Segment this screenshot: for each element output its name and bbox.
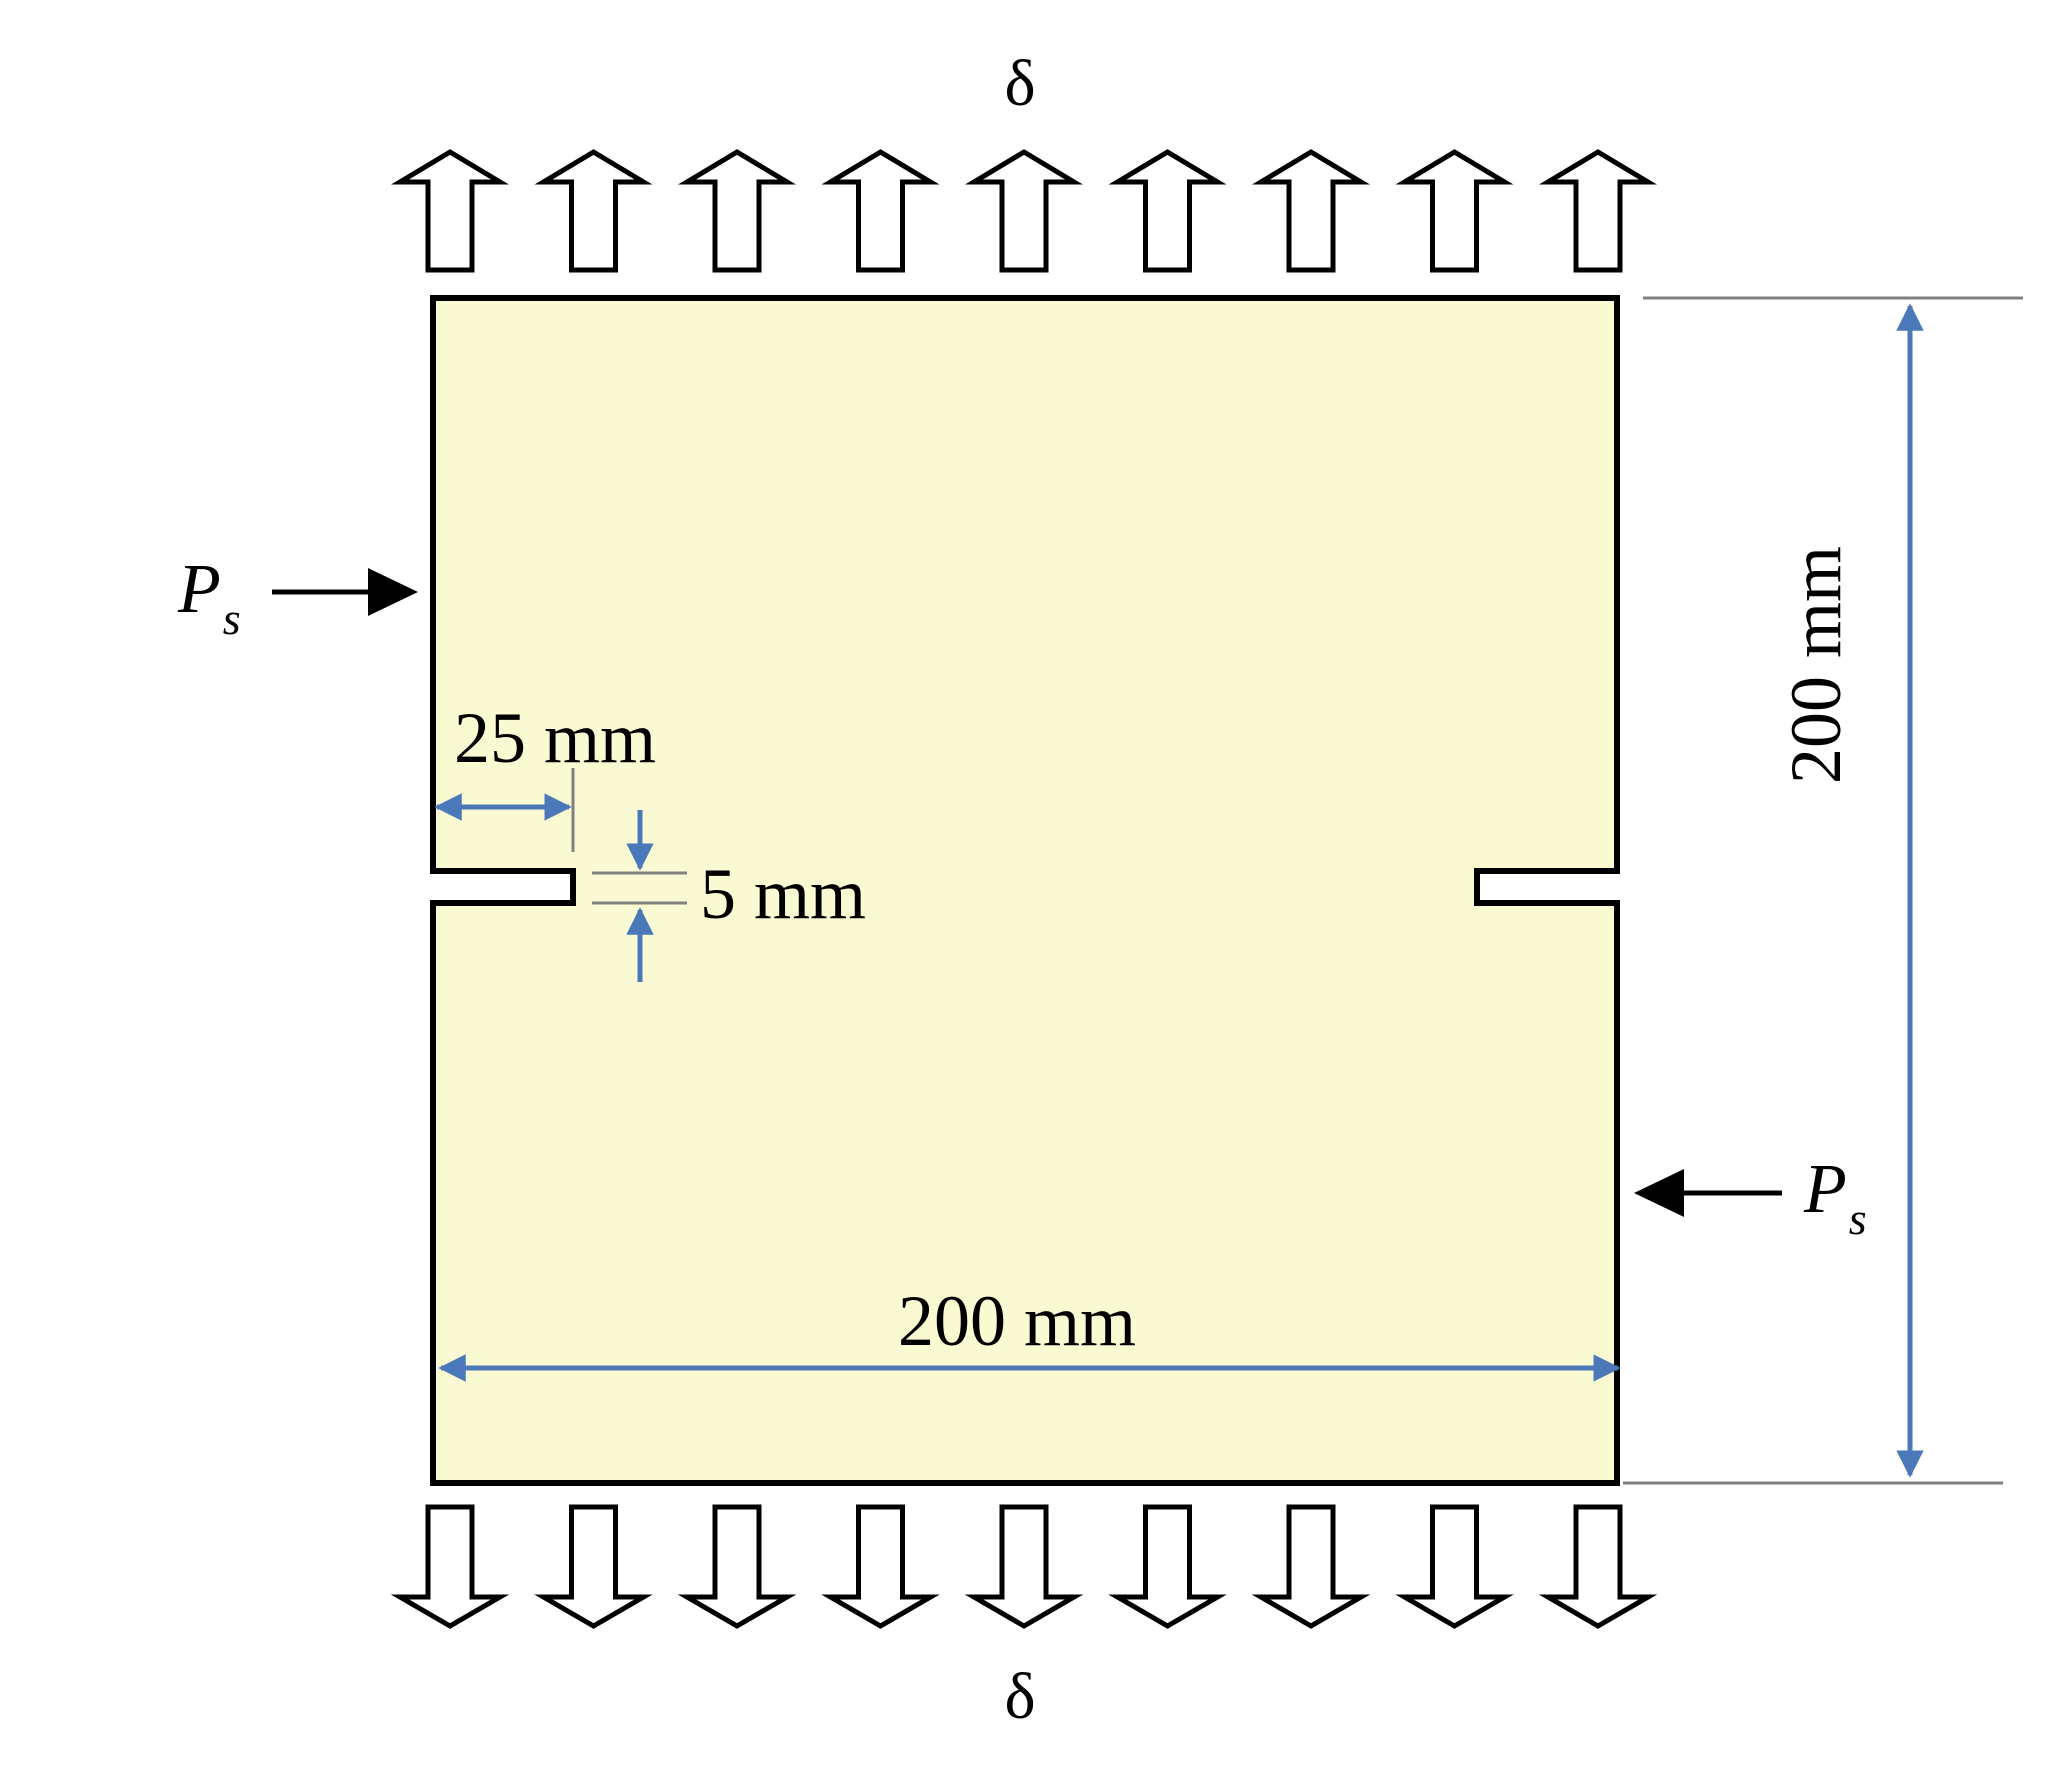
specimen-width-label: 200 mm xyxy=(898,1281,1136,1361)
left-shear-force-arrow xyxy=(272,568,418,616)
bottom-load-arrow xyxy=(1538,1504,1658,1629)
bottom-load-arrow xyxy=(1108,1504,1227,1629)
bottom-delta-label: δ xyxy=(1004,1660,1035,1733)
bottom-load-arrow xyxy=(964,1504,1084,1629)
notch-width-label: 5 mm xyxy=(700,854,866,934)
top-load-arrow xyxy=(1251,149,1371,273)
specimen-plate xyxy=(430,295,1620,1486)
right-force-label: Ps xyxy=(1803,1151,1867,1244)
bottom-load-arrows xyxy=(390,1504,1658,1629)
top-load-arrow xyxy=(390,149,510,273)
bottom-load-arrow xyxy=(677,1504,797,1629)
specimen-height-label: 200 mm xyxy=(1776,546,1856,784)
left-force-label: Ps xyxy=(177,551,241,644)
right-shear-force-arrow xyxy=(1634,1169,1782,1217)
top-load-arrow xyxy=(1395,149,1514,273)
top-load-arrow xyxy=(1538,149,1658,273)
top-load-arrow xyxy=(1108,149,1227,273)
top-load-arrow xyxy=(534,149,653,273)
bottom-load-arrow xyxy=(1395,1504,1514,1629)
bottom-load-arrow xyxy=(390,1504,510,1629)
bottom-load-arrow xyxy=(1251,1504,1371,1629)
top-load-arrow xyxy=(821,149,940,273)
bottom-load-arrow xyxy=(821,1504,940,1629)
top-load-arrow xyxy=(964,149,1084,273)
bottom-load-arrow xyxy=(534,1504,653,1629)
top-load-arrow xyxy=(677,149,797,273)
top-delta-label: δ xyxy=(1004,47,1035,120)
notch-depth-label: 25 mm xyxy=(454,698,656,778)
top-load-arrows xyxy=(390,149,1658,273)
